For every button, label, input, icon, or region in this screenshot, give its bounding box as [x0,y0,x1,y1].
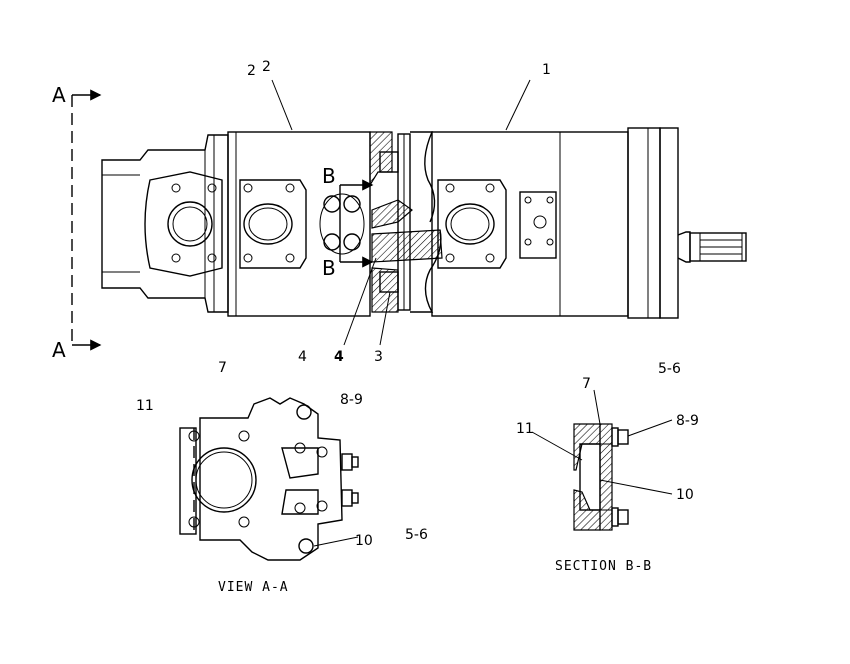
section-a-label-bottom: A [52,338,66,362]
callout-5-6-top: 5-6 [658,361,681,377]
section-a-cut-line [71,89,102,351]
callout-4: 4 [298,349,307,365]
view-a-a-drawing [179,397,359,561]
callout-8-9-left: 8-9 [340,392,363,408]
callout-1: 1 [542,62,551,78]
labels: A A B B 2 2 1 4 4 3 7 5-6 11 8-9 10 5-6 … [52,59,699,595]
section-b-b-title: SECTION B-B [555,559,652,574]
callout-10-left: 10 [355,533,373,549]
callout-11-right: 11 [516,421,534,437]
main-view-leaders [271,79,531,346]
callout-2b: 2 [262,59,271,75]
pump-assembly-side-view [101,127,747,319]
callout-8-9-right: 8-9 [676,413,699,429]
callout-7-left: 7 [218,360,227,376]
section-a-label-top: A [52,83,66,107]
callout-7-right: 7 [582,376,591,392]
callout-5-6-bottom: 5-6 [405,527,428,543]
section-b-label-top: B [322,164,336,188]
callout-3: 3 [374,349,383,365]
callout-10-right: 10 [676,487,694,503]
callout-2a: 2 [247,63,256,79]
section-b-b-drawing [531,389,673,531]
callout-4-bold: 4 [334,349,344,365]
callout-11-left: 11 [136,398,154,414]
view-a-a-title: VIEW A-A [218,580,289,595]
section-b-label-bottom: B [322,256,336,280]
